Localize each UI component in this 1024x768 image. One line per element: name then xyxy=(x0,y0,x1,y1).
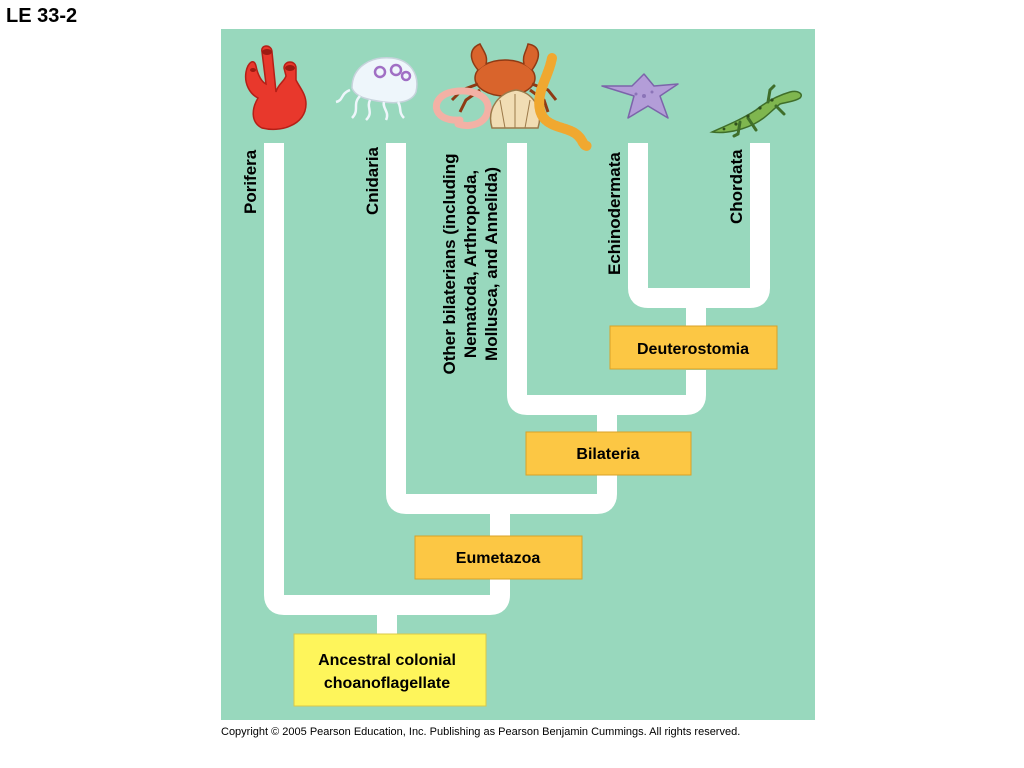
taxon-label-cnidaria: Cnidaria xyxy=(363,146,382,215)
clade-box-bilateria: Bilateria xyxy=(525,431,692,476)
other-bilaterians-line-1: Other bilaterians (including xyxy=(440,153,459,374)
jellyfish-icon xyxy=(335,57,418,121)
ancestral-label-line-2: choanoflagellate xyxy=(324,675,450,692)
clade-box-eumetazoa: Eumetazoa xyxy=(414,535,583,580)
ancestral-box: Ancestral colonial choanoflagellate xyxy=(293,633,487,707)
other-bilaterians-line-3: Mollusca, and Annelida) xyxy=(482,167,501,361)
sea-star-icon xyxy=(601,73,679,119)
slide-label: LE 33-2 xyxy=(6,5,78,27)
other-bilaterians-line-2: Nematoda, Arthropoda, xyxy=(461,170,480,358)
sponge-icon xyxy=(244,45,307,131)
taxon-label-echinodermata: Echinodermata xyxy=(605,152,624,275)
clade-label-bilateria: Bilateria xyxy=(576,446,639,463)
tree-branches xyxy=(264,143,770,636)
taxon-label-chordata: Chordata xyxy=(727,149,746,224)
clade-box-deuterostomia: Deuterostomia xyxy=(609,325,778,370)
taxon-label-porifera: Porifera xyxy=(241,149,260,214)
salamander-icon xyxy=(709,84,802,138)
crab-worm-shell-icon xyxy=(432,43,593,151)
taxon-label-other-bilaterians: Other bilaterians (including Nematoda, A… xyxy=(440,153,501,374)
ancestral-label-line-1: Ancestral colonial xyxy=(318,652,456,669)
clade-label-deuterostomia: Deuterostomia xyxy=(637,341,749,358)
copyright-text: Copyright © 2005 Pearson Education, Inc.… xyxy=(221,726,740,738)
clade-label-eumetazoa: Eumetazoa xyxy=(456,550,541,567)
